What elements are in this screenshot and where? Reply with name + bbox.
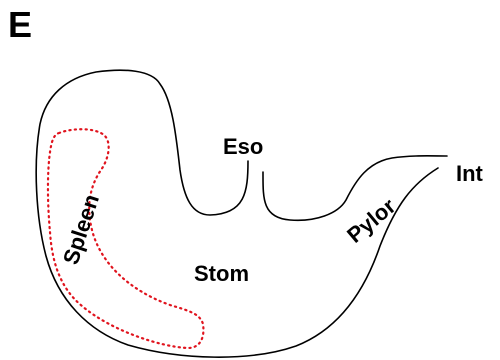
- esophagus-label: Eso: [223, 134, 263, 159]
- stomach-label: Stom: [194, 261, 249, 286]
- spleen-outline: [46, 128, 205, 350]
- stomach-outline: [35, 69, 439, 358]
- intestine-label: Int: [456, 161, 484, 186]
- stomach-lesser-curvature: [262, 155, 448, 222]
- spleen-label: Spleen: [58, 191, 104, 267]
- panel-label: E: [8, 4, 32, 45]
